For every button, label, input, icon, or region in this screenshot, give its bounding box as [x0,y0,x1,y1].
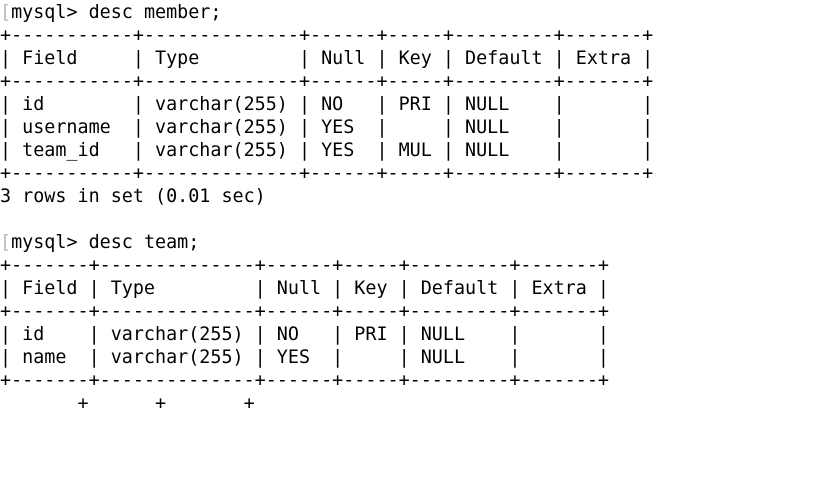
table-border-top: +-----------+--------------+------+-----… [0,25,654,46]
blank-line [0,208,840,231]
command-line-desc-member[interactable]: [mysql> desc member; [0,0,840,24]
table-row: | name | varchar(255) | YES | | NULL | | [0,347,609,368]
table-row: | id | varchar(255) | NO | PRI | NULL | … [0,94,654,115]
table-border-bottom: +-------+--------------+------+-----+---… [0,370,609,391]
command-text-desc-team: mysql> desc team; [11,232,200,253]
table-row: | username | varchar(255) | YES | | NULL… [0,117,654,138]
command-text-desc-member: mysql> desc member; [11,2,222,23]
result-status-line: 3 rows in set (0.01 sec) [0,186,266,207]
table-header-row: | Field | Type | Null | Key | Default | … [0,278,609,299]
table-border-bottom: +-----------+--------------+------+-----… [0,163,654,184]
clipped-next-line: + + + [0,393,255,414]
prompt-bracket-icon: [ [0,232,12,253]
command-line-desc-team[interactable]: [mysql> desc team; [0,231,840,254]
table-border-middle: +-------+--------------+------+-----+---… [0,301,609,322]
prompt-bracket-icon: [ [0,2,12,23]
table-row: | id | varchar(255) | NO | PRI | NULL | … [0,324,609,345]
table-header-row: | Field | Type | Null | Key | Default | … [0,48,654,69]
table-border-middle: +-----------+--------------+------+-----… [0,71,654,92]
table-row: | team_id | varchar(255) | YES | MUL | N… [0,140,654,161]
table-border-top: +-------+--------------+------+-----+---… [0,255,609,276]
